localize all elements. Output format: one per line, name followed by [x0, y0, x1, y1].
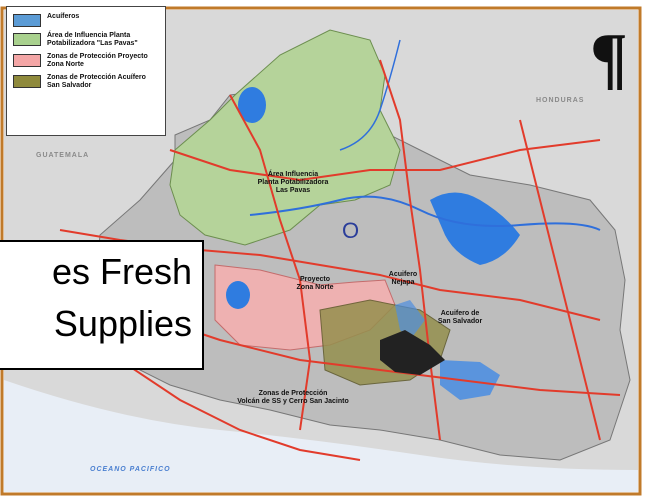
legend-item: Área de Influencia Planta Potabilizadora… [13, 32, 159, 48]
river [249, 195, 601, 231]
legend-label: Zonas de Protección Proyecto Zona Norte [47, 53, 148, 68]
map-legend: Acuíferos Área de Influencia Planta Pota… [6, 6, 166, 136]
lake [226, 281, 250, 309]
urban-area [380, 330, 445, 375]
legend-swatch [13, 33, 41, 46]
ocean-label: OCEANO PACIFICO [90, 466, 171, 473]
ocean-area [4, 380, 638, 492]
country-label-guatemala: GUATEMALA [36, 152, 90, 159]
label-area-influencia: Área Influencia Planta Potabilizadora La… [257, 171, 329, 194]
label-proyecto-zona-norte: Proyecto Zona Norte [296, 276, 334, 291]
callout-box: es Fresh Supplies [0, 240, 204, 370]
river [339, 39, 401, 151]
callout-line-2: Supplies [53, 303, 192, 344]
roads [59, 59, 621, 461]
marker-o: O [342, 218, 360, 243]
legend-item: Zonas de Protección Acuífero San Salvado… [13, 74, 159, 90]
legend-swatch [13, 54, 41, 67]
legend-item: Zonas de Protección Proyecto Zona Norte [13, 53, 159, 69]
label-zonas-proteccion-volcan: Zonas de Protección Volcán de SS y Cerro… [237, 390, 349, 405]
aquifer-blue [440, 360, 500, 400]
legend-swatch [13, 75, 41, 88]
label-acuifero-nejapa: Acuifero Nejapa [388, 271, 418, 286]
country-label-honduras: HONDURAS [536, 97, 585, 104]
label-acuifero-san-salvador: Acuifero de San Salvador [437, 310, 483, 325]
aquifer-blue [395, 300, 425, 340]
lake [430, 192, 520, 265]
callout-line-1: es Fresh [51, 251, 192, 292]
influence-area-green [169, 29, 401, 246]
legend-item: Acuíferos [13, 13, 159, 27]
lake [238, 87, 266, 123]
legend-label: Área de Influencia Planta Potabilizadora… [47, 32, 138, 47]
legend-swatch [13, 14, 41, 27]
legend-label: Acuíferos [47, 13, 80, 20]
legend-label: Zonas de Protección Acuífero San Salvado… [47, 74, 146, 89]
pilcrow-symbol: ¶ [590, 20, 628, 97]
